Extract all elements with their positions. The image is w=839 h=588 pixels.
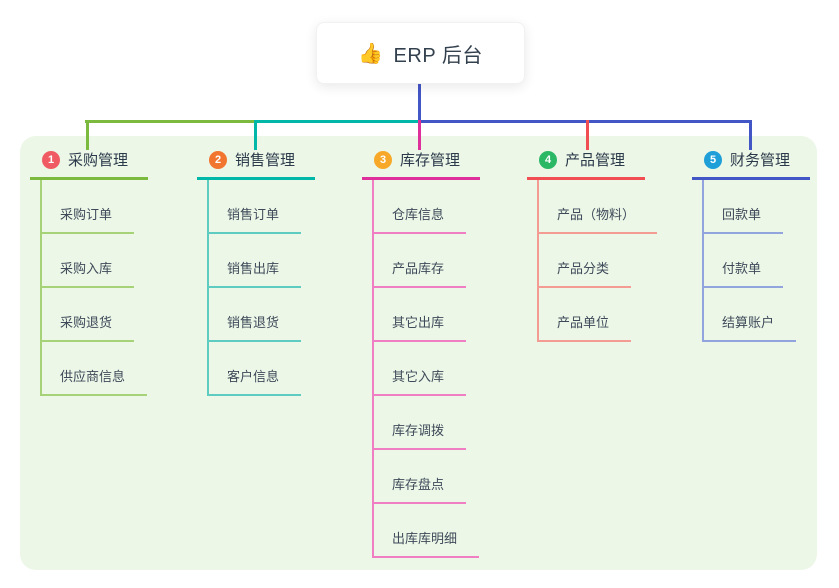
root-node-erp-backend[interactable]: 👍 ERP 后台 xyxy=(316,22,525,84)
list-item: 产品单位 xyxy=(539,288,687,342)
list-item: 采购退货 xyxy=(42,288,190,342)
branch-header-sales[interactable]: 2 销售管理 xyxy=(197,146,315,180)
branch-children-finance: 回款单 付款单 结算账户 xyxy=(702,180,839,342)
branch-children-product: 产品（物料） 产品分类 产品单位 xyxy=(537,180,687,342)
branch-header-inventory[interactable]: 3 库存管理 xyxy=(362,146,480,180)
child-node[interactable]: 供应商信息 xyxy=(42,366,148,396)
list-item: 回款单 xyxy=(704,180,839,234)
child-node[interactable]: 采购退货 xyxy=(42,312,135,342)
child-node[interactable]: 产品（物料） xyxy=(539,204,658,234)
list-item: 仓库信息 xyxy=(374,180,522,234)
child-node[interactable]: 采购订单 xyxy=(42,204,135,234)
child-node[interactable]: 其它出库 xyxy=(374,312,467,342)
branch-finance: 5 财务管理 回款单 付款单 结算账户 xyxy=(692,146,839,342)
list-item: 产品（物料） xyxy=(539,180,687,234)
branch-children-purchase: 采购订单 采购入库 采购退货 供应商信息 xyxy=(40,180,190,396)
list-item: 其它出库 xyxy=(374,288,522,342)
list-item: 销售出库 xyxy=(209,234,357,288)
bus-line-left xyxy=(85,120,256,123)
thumbs-up-icon: 👍 xyxy=(358,42,384,65)
child-node[interactable]: 客户信息 xyxy=(209,366,302,396)
bus-line-right xyxy=(419,120,752,123)
list-item: 库存调拨 xyxy=(374,396,522,450)
child-node[interactable]: 销售退货 xyxy=(209,312,302,342)
branch-product: 4 产品管理 产品（物料） 产品分类 产品单位 xyxy=(527,146,687,342)
child-node[interactable]: 产品分类 xyxy=(539,258,632,288)
list-item: 产品分类 xyxy=(539,234,687,288)
child-node[interactable]: 其它入库 xyxy=(374,366,467,396)
drop-line-product xyxy=(586,120,589,150)
branch-header-product[interactable]: 4 产品管理 xyxy=(527,146,645,180)
child-node[interactable]: 回款单 xyxy=(704,204,784,234)
list-item: 其它入库 xyxy=(374,342,522,396)
branch-number-badge: 2 xyxy=(209,150,227,169)
list-item: 采购订单 xyxy=(42,180,190,234)
branch-number-badge: 5 xyxy=(704,150,722,169)
drop-line-finance xyxy=(749,120,752,150)
child-node[interactable]: 付款单 xyxy=(704,258,784,288)
list-item: 付款单 xyxy=(704,234,839,288)
list-item: 出库库明细 xyxy=(374,504,522,558)
branch-label: 销售管理 xyxy=(235,152,296,169)
list-item: 客户信息 xyxy=(209,342,357,396)
drop-line-sales xyxy=(254,120,257,150)
branch-label: 财务管理 xyxy=(730,152,791,169)
child-node[interactable]: 销售订单 xyxy=(209,204,302,234)
child-node[interactable]: 结算账户 xyxy=(704,312,797,342)
branch-label: 产品管理 xyxy=(565,152,626,169)
child-node[interactable]: 出库库明细 xyxy=(374,528,480,558)
child-node[interactable]: 库存调拨 xyxy=(374,420,467,450)
list-item: 结算账户 xyxy=(704,288,839,342)
list-item: 供应商信息 xyxy=(42,342,190,396)
list-item: 销售退货 xyxy=(209,288,357,342)
child-node[interactable]: 产品库存 xyxy=(374,258,467,288)
child-node[interactable]: 库存盘点 xyxy=(374,474,467,504)
branch-children-inventory: 仓库信息 产品库存 其它出库 其它入库 库存调拨 库存盘点 出库库明细 xyxy=(372,180,522,558)
child-node[interactable]: 采购入库 xyxy=(42,258,135,288)
list-item: 产品库存 xyxy=(374,234,522,288)
branches-background-panel xyxy=(20,136,817,570)
child-node[interactable]: 产品单位 xyxy=(539,312,632,342)
child-node[interactable]: 销售出库 xyxy=(209,258,302,288)
list-item: 采购入库 xyxy=(42,234,190,288)
branch-number-badge: 1 xyxy=(42,150,60,169)
root-title: ERP 后台 xyxy=(393,44,483,67)
child-node[interactable]: 仓库信息 xyxy=(374,204,467,234)
branch-header-purchase[interactable]: 1 采购管理 xyxy=(30,146,148,180)
drop-line-inventory xyxy=(418,120,421,150)
branch-children-sales: 销售订单 销售出库 销售退货 客户信息 xyxy=(207,180,357,396)
branch-inventory: 3 库存管理 仓库信息 产品库存 其它出库 其它入库 库存调拨 库存盘点 出库库… xyxy=(362,146,522,558)
drop-line-purchase xyxy=(86,120,89,150)
bus-line-mid xyxy=(256,120,419,123)
branch-header-finance[interactable]: 5 财务管理 xyxy=(692,146,810,180)
branch-number-badge: 4 xyxy=(539,150,557,169)
branch-number-badge: 3 xyxy=(374,150,392,169)
root-connector-line xyxy=(418,82,421,121)
list-item: 库存盘点 xyxy=(374,450,522,504)
branch-purchase: 1 采购管理 采购订单 采购入库 采购退货 供应商信息 xyxy=(30,146,190,396)
branch-label: 采购管理 xyxy=(68,152,129,169)
branch-label: 库存管理 xyxy=(400,152,461,169)
list-item: 销售订单 xyxy=(209,180,357,234)
branch-sales: 2 销售管理 销售订单 销售出库 销售退货 客户信息 xyxy=(197,146,357,396)
